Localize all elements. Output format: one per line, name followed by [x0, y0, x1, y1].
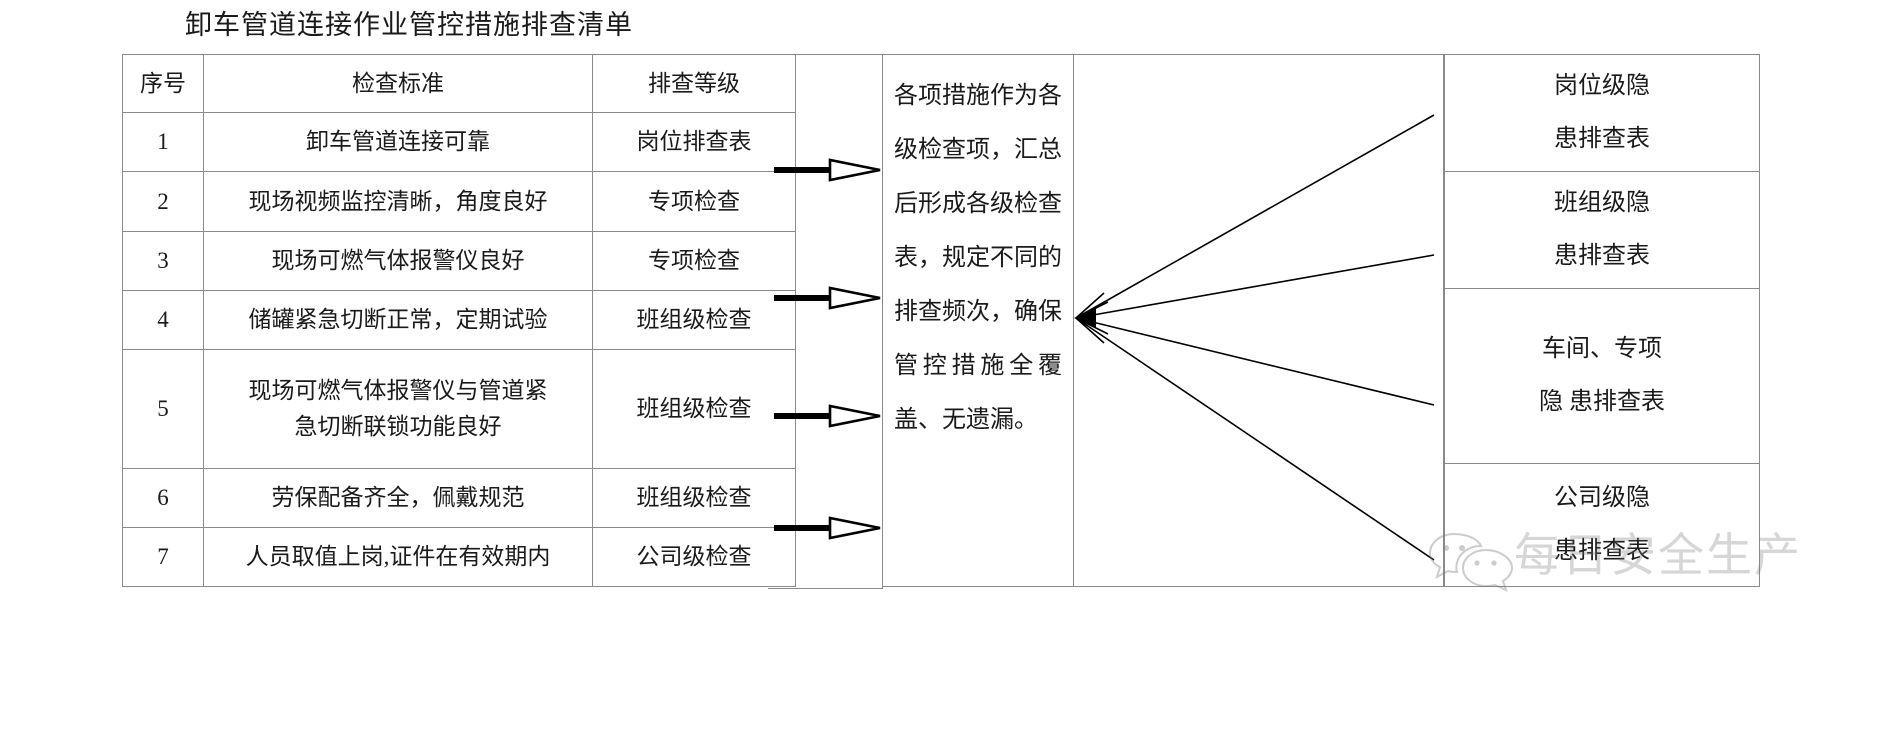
table-row: 2 现场视频监控清晰，角度良好 专项检查: [122, 171, 796, 232]
output-form-line1: 车间、专项: [1542, 336, 1662, 362]
cell-serial-no: 7: [122, 526, 204, 588]
cell-level: 岗位排查表: [592, 112, 796, 173]
cell-standard-line2: 急切断联锁功能良好: [294, 413, 502, 439]
cell-level: 班组级检查: [592, 467, 796, 528]
table-header-row: 序号 检查标准 排查等级: [122, 53, 796, 114]
table-row: 5 现场可燃气体报警仪与管道紧 急切断联锁功能良好 班组级检查: [122, 349, 796, 469]
cell-serial-no: 1: [122, 112, 204, 173]
output-form-post-level: 岗位级隐 患排查表: [1445, 55, 1759, 172]
output-form-team-level: 班组级隐 患排查表: [1445, 172, 1759, 289]
cell-level: 专项检查: [592, 171, 796, 232]
cell-standard: 卸车管道连接可靠: [203, 112, 593, 173]
cell-serial-no: 2: [122, 171, 204, 232]
cell-serial-no: 3: [122, 230, 204, 291]
cell-standard: 劳保配备齐全，佩戴规范: [203, 467, 593, 528]
arrow-column: [768, 54, 883, 589]
header-serial-no: 序号: [122, 53, 204, 114]
header-inspection-standard: 检查标准: [203, 53, 593, 114]
cell-standard: 现场可燃气体报警仪与管道紧 急切断联锁功能良好: [203, 349, 593, 469]
arrow-right-icon-1: [774, 157, 882, 183]
cell-standard: 现场可燃气体报警仪良好: [203, 230, 593, 291]
arrow-right-icon-3: [774, 403, 882, 429]
output-form-line2: 隐 患排查表: [1539, 389, 1665, 415]
output-form-line1: 公司级隐: [1554, 485, 1650, 511]
arrow-right-icon-2: [774, 285, 882, 311]
table-row: 6 劳保配备齐全，佩戴规范 班组级检查: [122, 467, 796, 528]
output-form-line1: 岗位级隐: [1554, 73, 1650, 99]
table-row: 4 储罐紧急切断正常，定期试验 班组级检查: [122, 289, 796, 351]
header-inspection-level: 排查等级: [592, 53, 796, 114]
summary-cell: 各项措施作为各级检查项，汇总后形成各级检查表，规定不同的排查频次，确保管控措施全…: [882, 54, 1074, 587]
cell-level: 班组级检查: [592, 349, 796, 469]
output-forms-group: 岗位级隐 患排查表 班组级隐 患排查表 车间、专项 隐 患排查表 公司级隐 患排…: [1444, 54, 1760, 587]
output-form-line1: 班组级隐: [1554, 190, 1650, 216]
table-row: 7 人员取值上岗,证件在有效期内 公司级检查: [122, 526, 796, 588]
fan-connector-lines: [1074, 114, 1435, 561]
table-row: 1 卸车管道连接可靠 岗位排查表: [122, 112, 796, 173]
output-form-line2: 患排查表: [1554, 126, 1650, 152]
cell-level: 专项检查: [592, 230, 796, 291]
output-form-line2: 患排查表: [1554, 243, 1650, 269]
table-row: 3 现场可燃气体报警仪良好 专项检查: [122, 230, 796, 291]
cell-standard-line1: 现场可燃气体报警仪与管道紧: [248, 377, 548, 403]
fan-connector-cell: [1074, 54, 1444, 587]
cell-standard: 储罐紧急切断正常，定期试验: [203, 289, 593, 351]
cell-standard: 现场视频监控清晰，角度良好: [203, 171, 593, 232]
cell-standard: 人员取值上岗,证件在有效期内: [203, 526, 593, 588]
cell-serial-no: 6: [122, 467, 204, 528]
cell-level: 公司级检查: [592, 526, 796, 588]
cell-level: 班组级检查: [592, 289, 796, 351]
cell-serial-no: 5: [122, 349, 204, 469]
output-form-company-level: 公司级隐 患排查表: [1445, 464, 1759, 586]
arrow-right-icon-4: [774, 515, 882, 541]
checklist-table: 序号 检查标准 排查等级 1 卸车管道连接可靠 岗位排查表 2 现场视频监控清晰…: [122, 53, 796, 588]
summary-text: 各项措施作为各级检查项，汇总后形成各级检查表，规定不同的排查频次，确保管控措施全…: [894, 83, 1062, 433]
cell-serial-no: 4: [122, 289, 204, 351]
output-form-line2: 患排查表: [1554, 538, 1650, 564]
checklist-diagram: 序号 检查标准 排查等级 1 卸车管道连接可靠 岗位排查表 2 现场视频监控清晰…: [122, 53, 1444, 589]
page-title: 卸车管道连接作业管控措施排查清单: [185, 10, 633, 40]
output-form-workshop-special: 车间、专项 隐 患排查表: [1445, 289, 1759, 464]
